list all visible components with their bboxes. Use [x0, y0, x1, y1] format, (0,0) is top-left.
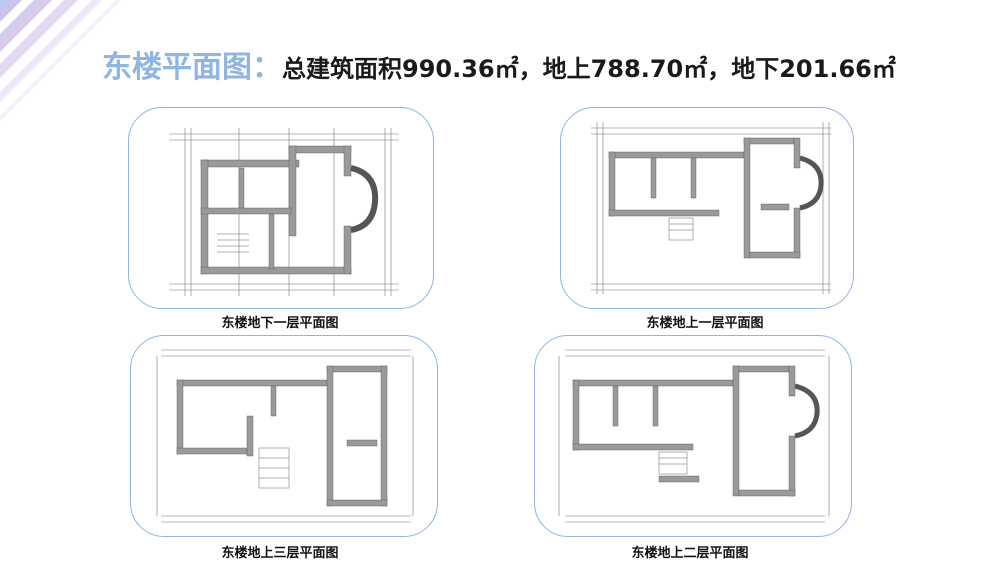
- title-lead: 东楼平面图：: [102, 50, 282, 85]
- plan-caption-floor-2: 东楼地上二层平面图: [631, 546, 749, 561]
- plan-card-basement-1: [128, 107, 434, 309]
- title-area-summary: 总建筑面积990.36㎡，地上788.70㎡，地下201.66㎡: [282, 55, 896, 83]
- plan-caption-basement-1: 东楼地下一层平面图: [221, 316, 339, 331]
- plan-card-floor-3: [130, 335, 438, 537]
- floor-plan-drawing-floor-1: [591, 122, 831, 294]
- slide-title: 东楼平面图：总建筑面积990.36㎡，地上788.70㎡，地下201.66㎡: [102, 42, 896, 86]
- corner-decoration: [0, 0, 122, 122]
- plan-card-floor-1: [560, 107, 854, 309]
- plan-caption-floor-1: 东楼地上一层平面图: [646, 316, 764, 331]
- floor-plan-drawing-floor-3: [156, 349, 414, 523]
- floor-plan-drawing-floor-2: [558, 349, 830, 523]
- plan-caption-floor-3: 东楼地上三层平面图: [221, 546, 339, 561]
- floor-plan-drawing-basement-1: [169, 128, 399, 296]
- plan-card-floor-2: [534, 335, 852, 537]
